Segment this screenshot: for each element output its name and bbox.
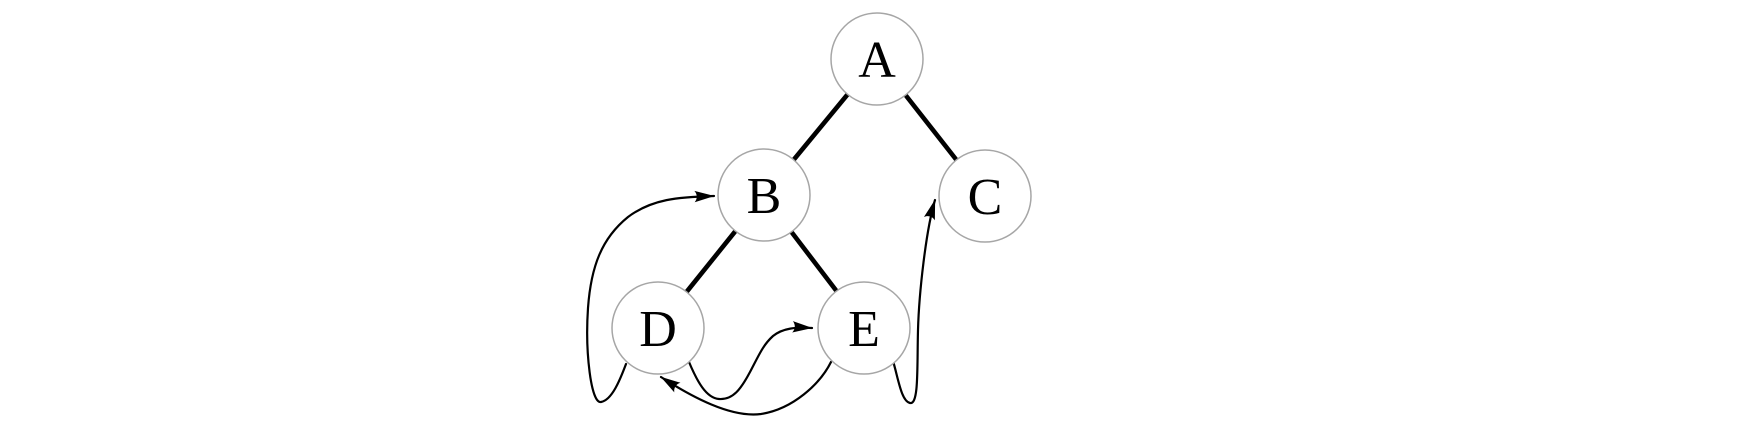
node-B — [717, 148, 811, 242]
tree-edge-A-C — [903, 93, 959, 162]
tree-edge-B-E — [789, 230, 839, 293]
arrow-edge-E-C — [891, 198, 937, 405]
node-label-B: B — [747, 168, 782, 225]
arrow-edge-D-B — [586, 190, 716, 404]
node-label-D: D — [639, 301, 677, 358]
arrow-edge-E-D — [659, 360, 833, 416]
tree-edge-B-D — [684, 229, 738, 294]
node-E — [817, 281, 911, 375]
arrow-edge-D-E — [687, 321, 814, 401]
node-label-A: A — [858, 32, 896, 89]
node-label-C: C — [968, 169, 1003, 226]
node-C — [938, 149, 1032, 243]
node-label-E: E — [848, 301, 880, 358]
tree-edge-A-B — [791, 93, 850, 162]
node-D — [611, 281, 705, 375]
node-A — [830, 12, 924, 106]
